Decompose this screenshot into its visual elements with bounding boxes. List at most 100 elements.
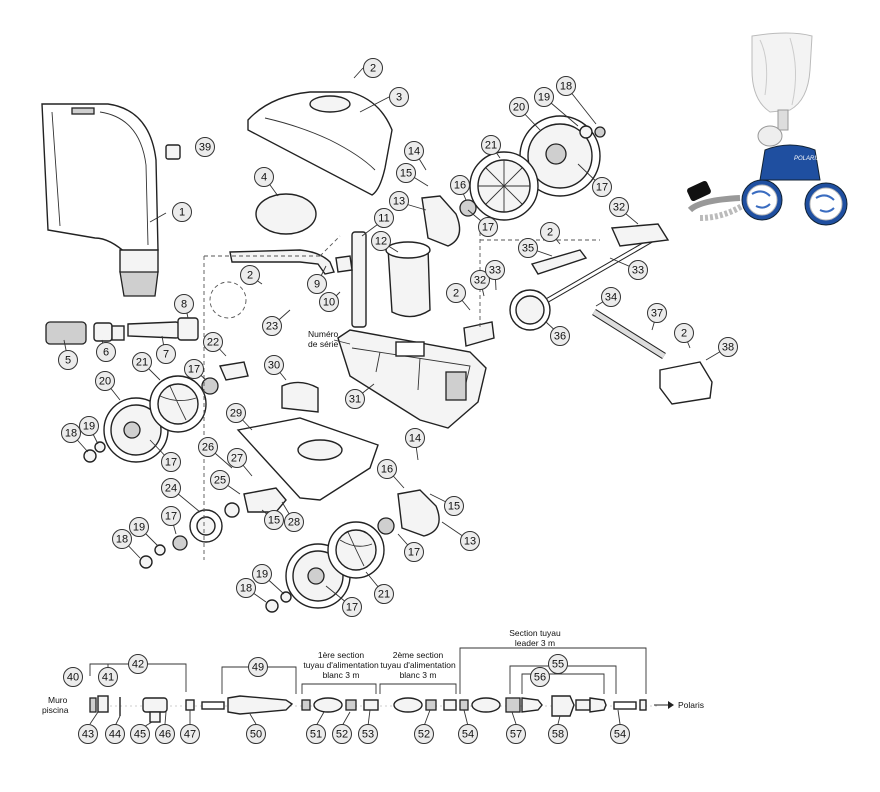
callout-number: 53	[362, 729, 374, 741]
callout-number: 37	[651, 308, 663, 320]
callout-6: 6	[96, 342, 116, 362]
callout-number: 36	[554, 331, 566, 343]
callout-17: 17	[592, 177, 612, 197]
hose-section-2-line-1: 2ème section	[393, 650, 444, 660]
callout-19: 19	[129, 517, 149, 537]
callout-15: 15	[444, 496, 464, 516]
callout-number: 17	[408, 547, 420, 559]
callout-number: 19	[133, 522, 145, 534]
callout-52: 52	[414, 724, 434, 744]
callout-number: 31	[349, 394, 361, 406]
callout-number: 2	[547, 227, 553, 239]
callout-33: 33	[485, 260, 505, 280]
callout-2: 2	[540, 222, 560, 242]
callout-number: 2	[453, 288, 459, 300]
callout-13: 13	[389, 191, 409, 211]
callout-12: 12	[371, 231, 391, 251]
callout-number: 32	[613, 202, 625, 214]
destination-label: Polaris	[678, 700, 704, 710]
callout-7: 7	[156, 344, 176, 364]
part-strip-35	[530, 249, 588, 275]
callout-21: 21	[132, 352, 152, 372]
part-filter-bag	[41, 103, 159, 297]
callout-number: 13	[393, 196, 405, 208]
callout-1: 1	[172, 202, 192, 222]
callout-32: 32	[609, 197, 629, 217]
callout-number: 2	[681, 328, 687, 340]
part-bearing-38	[659, 361, 713, 405]
callout-number: 17	[482, 222, 494, 234]
part-bracket-32-right	[610, 223, 670, 247]
part-center-components	[229, 231, 431, 328]
callout-52: 52	[332, 724, 352, 744]
callout-number: 50	[250, 729, 262, 741]
hose-section-2-line-3: blanc 3 m	[400, 670, 437, 680]
callout-39: 39	[195, 137, 215, 157]
part-washer-19-left	[154, 544, 166, 556]
callout-24: 24	[161, 478, 181, 498]
part-washer-19-left-top	[94, 441, 106, 453]
callout-49: 49	[248, 657, 268, 677]
callout-number: 6	[103, 347, 109, 359]
callout-number: 54	[614, 729, 626, 741]
callout-17: 17	[161, 452, 181, 472]
callout-35: 35	[518, 238, 538, 258]
part-screw-18	[579, 125, 593, 139]
callout-20: 20	[509, 97, 529, 117]
callout-46: 46	[155, 724, 175, 744]
callout-number: 23	[266, 321, 278, 333]
callout-40: 40	[63, 667, 83, 687]
part-washer-19-bottom	[280, 591, 292, 603]
callout-number: 12	[375, 236, 387, 248]
callout-55: 55	[548, 654, 568, 674]
callout-number: 2	[370, 63, 376, 75]
callout-43: 43	[78, 724, 98, 744]
part-main-body	[337, 329, 487, 429]
part-screw-18-bottom	[265, 599, 279, 613]
callout-9: 9	[307, 274, 327, 294]
part-top-cover	[247, 91, 393, 196]
callout-18: 18	[61, 423, 81, 443]
callout-number: 38	[722, 342, 734, 354]
callout-23: 23	[262, 316, 282, 336]
part-washer-19	[594, 126, 606, 138]
callout-number: 17	[596, 182, 608, 194]
wheel-21-right-top	[459, 151, 539, 221]
callout-number: 3	[396, 92, 402, 104]
callout-45: 45	[130, 724, 150, 744]
callout-21: 21	[481, 135, 501, 155]
callout-number: 8	[181, 299, 187, 311]
callout-19: 19	[79, 416, 99, 436]
callout-number: 32	[474, 275, 486, 287]
callout-11: 11	[374, 208, 394, 228]
callout-number: 21	[136, 357, 148, 369]
callout-21: 21	[374, 584, 394, 604]
callout-15: 15	[264, 510, 284, 530]
callout-number: 18	[560, 81, 572, 93]
callout-10: 10	[319, 292, 339, 312]
callout-2: 2	[240, 265, 260, 285]
svg-text:POLARIS: POLARIS	[794, 156, 820, 162]
callout-18: 18	[112, 529, 132, 549]
callout-number: 33	[489, 265, 501, 277]
callout-14: 14	[405, 428, 425, 448]
callout-8: 8	[174, 294, 194, 314]
callout-number: 13	[464, 536, 476, 548]
callout-number: 55	[552, 659, 564, 671]
hose-section-1-line-2: tuyau d'alimentation	[303, 660, 379, 670]
callout-number: 17	[165, 511, 177, 523]
callout-number: 9	[314, 279, 320, 291]
callout-number: 16	[381, 464, 393, 476]
callout-number: 15	[268, 515, 280, 527]
part-screw-18-left-top	[83, 449, 97, 463]
callout-number: 51	[310, 729, 322, 741]
part-39	[165, 144, 181, 160]
callout-13: 13	[460, 531, 480, 551]
callout-47: 47	[180, 724, 200, 744]
hose-schematic	[89, 695, 674, 723]
wheel-20-right-top	[519, 115, 601, 197]
callout-54: 54	[610, 724, 630, 744]
part-gear-24	[189, 509, 223, 543]
callout-number: 16	[454, 180, 466, 192]
